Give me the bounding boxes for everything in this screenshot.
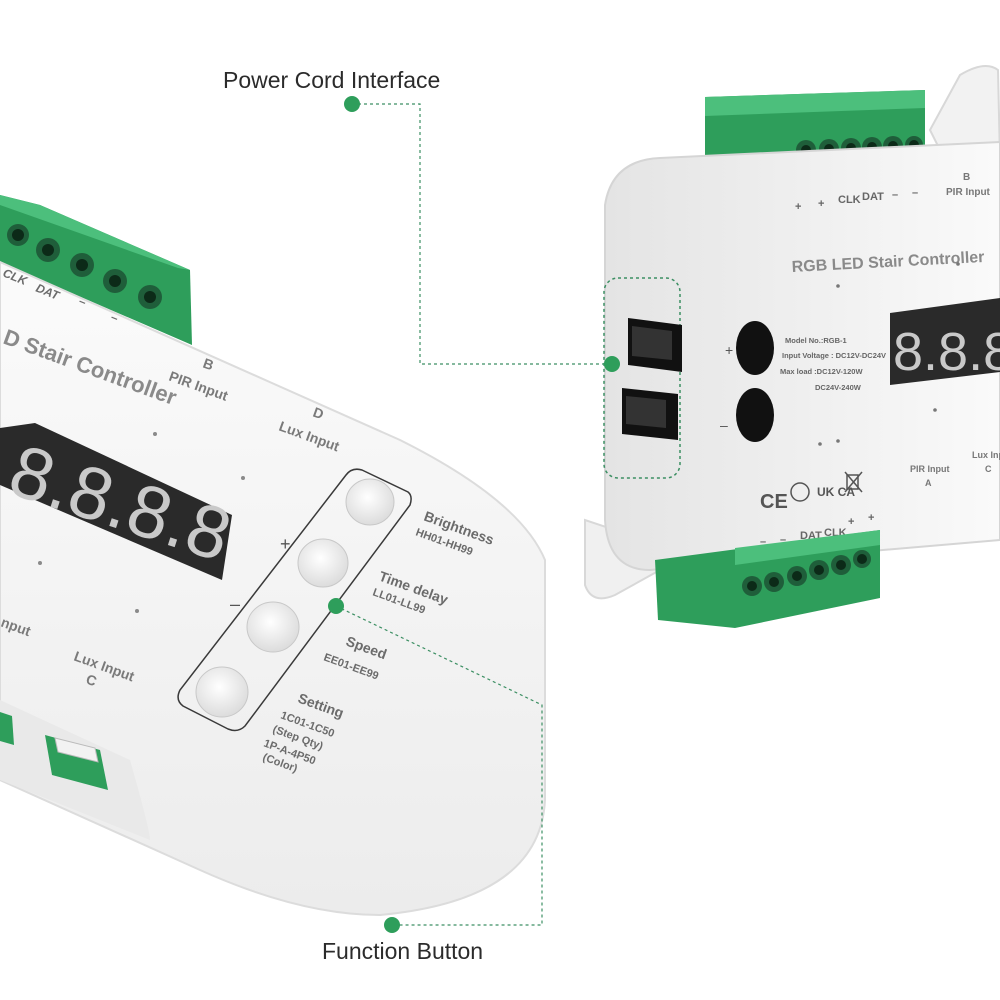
svg-text:Model No.:RGB-1: Model No.:RGB-1 <box>785 336 847 345</box>
right-spec-block: Model No.:RGB-1 Input Voltage : DC12V-DC… <box>780 336 886 392</box>
svg-text:DC24V-240W: DC24V-240W <box>815 383 862 392</box>
left-bottom-connector <box>0 712 108 790</box>
right-controller: + + CLK DAT – – B PIR Input RGB LED Stai… <box>584 65 1000 628</box>
weee-bin-icon <box>844 471 863 493</box>
svg-text:PIR Input: PIR Input <box>910 464 950 474</box>
callout-leader-lines <box>335 103 612 926</box>
brightness-button[interactable] <box>345 478 395 526</box>
setting-button[interactable] <box>195 666 249 718</box>
rohs-mark-icon <box>790 482 810 502</box>
right-led-display: 8.8.8.8 <box>890 298 1000 385</box>
left-pin-label: – <box>77 294 89 310</box>
power-hole-positive <box>736 321 774 375</box>
svg-text:Lux Input: Lux Input <box>972 450 1000 460</box>
right-bottom-pin-label: + <box>868 512 874 524</box>
right-plus-sign: + <box>725 342 733 358</box>
left-pin-label: – <box>109 310 121 326</box>
left-minus-sign: – <box>230 594 240 614</box>
right-top-pin-label: – <box>912 187 918 199</box>
function-buttons <box>195 478 395 718</box>
svg-text:Max load :DC12V-120W: Max load :DC12V-120W <box>780 367 863 376</box>
speed-button[interactable] <box>246 601 300 653</box>
right-top-pin-label: CLK <box>838 194 861 206</box>
function-button-callout-dot <box>384 917 400 933</box>
ce-mark-icon: CE <box>760 491 788 513</box>
svg-text:8.8.8.8: 8.8.8.8 <box>893 322 1000 382</box>
right-bottom-terminal-block <box>655 530 880 628</box>
certification-marks: CE UK CA <box>760 471 863 513</box>
svg-text:Input Voltage : DC12V-DC24V: Input Voltage : DC12V-DC24V <box>782 351 886 360</box>
left-plus-sign: + <box>280 534 291 554</box>
power-cord-interface-label: Power Cord Interface <box>223 67 441 93</box>
power-cord-target-dot <box>604 356 620 372</box>
svg-text:PIR Input: PIR Input <box>946 187 991 198</box>
function-button-target-dot <box>328 598 344 614</box>
power-cord-interface-outline <box>603 277 681 479</box>
left-housing <box>0 260 546 917</box>
right-top-pin-label: DAT <box>862 191 884 203</box>
power-cord-callout-dot <box>344 96 360 112</box>
right-bottom-pin-label: – <box>760 536 766 548</box>
left-controller: CLK DAT – – D Stair Controller B PIR Inp… <box>0 195 546 917</box>
right-top-pin-label: + <box>795 201 801 213</box>
svg-text:B: B <box>963 172 970 183</box>
time-delay-button[interactable] <box>297 538 349 588</box>
ukca-mark-icon: UK CA <box>817 485 855 499</box>
svg-text:C: C <box>985 464 992 474</box>
power-hole-negative <box>736 388 774 442</box>
right-top-terminal-block <box>705 90 925 162</box>
svg-text:A: A <box>925 478 932 488</box>
function-button-leader-line <box>335 605 543 926</box>
right-top-pin-label: + <box>818 198 824 210</box>
right-housing <box>604 140 1000 572</box>
power-cord-leader-line <box>352 103 612 365</box>
right-minus-sign: – <box>720 417 728 433</box>
right-lux-input-c-label: Lux Input C <box>972 450 1000 474</box>
left-top-terminal-block <box>0 195 192 345</box>
right-pir-input-b-label: B PIR Input <box>946 172 991 198</box>
right-bottom-pin-label: – <box>780 534 786 546</box>
right-pir-input-a-label: PIR Input A <box>910 464 950 488</box>
right-top-pin-label: – <box>892 189 898 201</box>
power-cord-ports <box>622 318 682 440</box>
function-button-label: Function Button <box>322 938 484 964</box>
right-bottom-pin-label: + <box>848 516 854 528</box>
function-button-panel <box>177 468 412 732</box>
